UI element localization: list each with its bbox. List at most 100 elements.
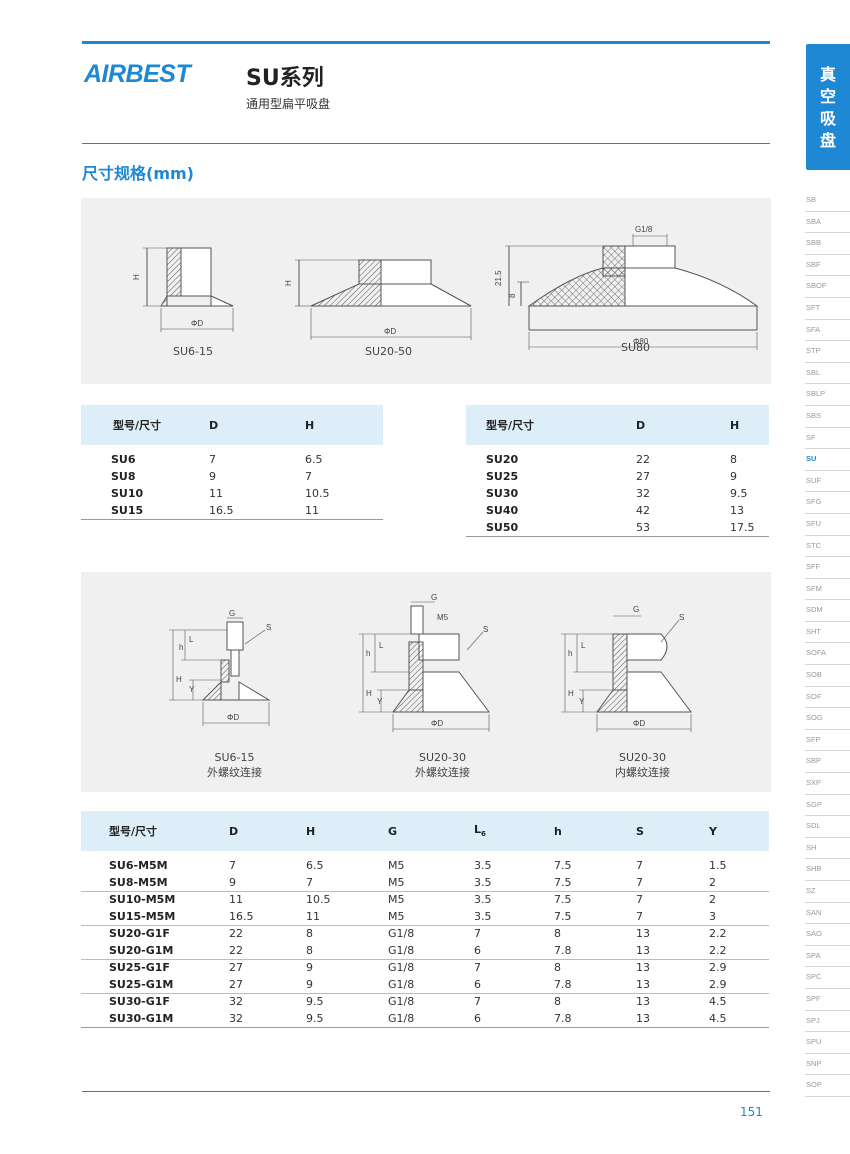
value-cell: 8 — [554, 961, 561, 975]
series-link-sft[interactable]: SFT — [805, 298, 850, 320]
series-link-sh[interactable]: SH — [805, 838, 850, 860]
su20-30-external-drawing — [359, 601, 490, 732]
series-link-su[interactable]: SU — [805, 449, 850, 471]
caption-su20-30-external: SU20-30 外螺纹连接 — [415, 750, 470, 780]
value-cell: 13 — [636, 961, 650, 975]
series-link-sfu[interactable]: SFU — [805, 514, 850, 536]
series-link-sob[interactable]: SOB — [805, 665, 850, 687]
series-link-sof[interactable]: SOF — [805, 687, 850, 709]
series-link-sf[interactable]: SF — [805, 428, 850, 450]
su20-h-label: H — [284, 280, 293, 286]
su20e-y-label: Y — [377, 697, 383, 706]
series-link-sfm[interactable]: SFM — [805, 579, 850, 601]
value-cell: G1/8 — [388, 1010, 474, 1028]
series-link-snp[interactable]: SNP — [805, 1054, 850, 1076]
series-link-sao[interactable]: SAO — [805, 924, 850, 946]
value-cell: 1.5 — [709, 859, 727, 872]
caption-su6-15-external: SU6-15 外螺纹连接 — [207, 750, 262, 780]
value-cell: 7 — [636, 893, 643, 907]
series-link-sdm[interactable]: SDM — [805, 600, 850, 622]
su20e-h-small-label: h — [366, 649, 370, 658]
caption-su80: SU80 — [621, 341, 651, 354]
series-link-sbb[interactable]: SBB — [805, 233, 850, 255]
su6-d-label: ΦD — [191, 319, 203, 328]
model-cell: SU30-G1M — [81, 1010, 229, 1028]
model-cell: SU25 — [486, 470, 519, 483]
series-link-san[interactable]: SAN — [805, 903, 850, 925]
series-link-shb[interactable]: SHB — [805, 859, 850, 881]
series-link-sz[interactable]: SZ — [805, 881, 850, 903]
value-cell: 7.8 — [554, 1010, 636, 1028]
model-cell: SU10-M5M — [109, 893, 176, 907]
value-cell: 9.5 — [306, 1010, 388, 1028]
caption-su6-15: SU6-15 — [173, 345, 213, 358]
series-link-spf[interactable]: SPF — [805, 989, 850, 1011]
value-cell: 10.5 — [305, 487, 330, 500]
series-link-spa[interactable]: SPA — [805, 946, 850, 968]
series-link-sfp[interactable]: SFP — [805, 730, 850, 752]
top-rule — [82, 41, 770, 44]
series-link-sfa[interactable]: SFA — [805, 320, 850, 342]
value-cell: 8 — [554, 995, 561, 1009]
su6-H-label: H — [176, 675, 182, 684]
series-link-sbf[interactable]: SBF — [805, 255, 850, 277]
series-link-sff[interactable]: SFF — [805, 557, 850, 579]
value-cell: 7 — [636, 874, 709, 892]
series-link-sba[interactable]: SBA — [805, 212, 850, 234]
value-cell: 7 — [229, 859, 236, 872]
series-link-sxp[interactable]: SXP — [805, 773, 850, 795]
value-cell: 3.5 — [474, 859, 492, 872]
su20i-s-label: S — [679, 613, 684, 622]
category-tab-vacuum-cup[interactable]: 真 空 吸 盘 — [806, 44, 850, 170]
su20i-y-label: Y — [579, 697, 585, 706]
value-cell: 9 — [209, 470, 216, 483]
series-link-sblp[interactable]: SBLP — [805, 384, 850, 406]
su20i-g-label: G — [633, 605, 639, 614]
series-link-spu[interactable]: SPU — [805, 1032, 850, 1054]
series-link-sfg[interactable]: SFG — [805, 492, 850, 514]
value-cell: 3.5 — [474, 874, 554, 892]
value-cell: 22 — [229, 942, 306, 960]
caption-type: 外螺纹连接 — [415, 766, 470, 779]
col-h-small: h — [554, 811, 636, 851]
model-cell: SU20 — [486, 453, 519, 466]
col-y: Y — [709, 811, 769, 851]
series-link-spj[interactable]: SPJ — [805, 1011, 850, 1033]
series-link-sbof[interactable]: SBOF — [805, 276, 850, 298]
value-cell: 7.5 — [554, 908, 636, 926]
value-cell: M5 — [388, 859, 405, 872]
series-link-sht[interactable]: SHT — [805, 622, 850, 644]
series-link-sbl[interactable]: SBL — [805, 363, 850, 385]
table-header-row: 型号/尺寸 D H — [81, 405, 383, 445]
su80-g-label: G1/8 — [635, 225, 653, 234]
value-cell: 2.2 — [709, 927, 727, 941]
value-cell: 7 — [209, 453, 216, 466]
series-link-sbp[interactable]: SBP — [805, 751, 850, 774]
series-link-sgp[interactable]: SGP — [805, 795, 850, 817]
series-link-sop[interactable]: SOP — [805, 1075, 850, 1097]
series-link-sofa[interactable]: SOFA — [805, 643, 850, 666]
caption-model: SU20-30 — [419, 751, 466, 764]
col-g: G — [388, 811, 474, 851]
value-cell: 4.5 — [709, 1010, 769, 1028]
value-cell: 6 — [474, 976, 554, 994]
value-cell: 7 — [636, 859, 643, 872]
model-cell: SU25-G1M — [81, 976, 229, 994]
series-link-stc[interactable]: STC — [805, 536, 850, 558]
table-header-row: 型号/尺寸 D H — [466, 405, 769, 445]
value-cell: M5 — [388, 893, 405, 907]
value-cell: 11 — [229, 893, 243, 907]
series-link-suf[interactable]: SUF — [805, 471, 850, 493]
series-link-sb[interactable]: SB — [805, 190, 850, 212]
value-cell: 13 — [730, 504, 744, 517]
series-link-spc[interactable]: SPC — [805, 967, 850, 989]
caption-model: SU6-15 — [214, 751, 255, 764]
series-link-sog[interactable]: SOG — [805, 708, 850, 730]
series-link-stp[interactable]: STP — [805, 341, 850, 363]
value-cell: 2 — [709, 874, 769, 892]
series-link-sdl[interactable]: SDL — [805, 816, 850, 838]
series-link-sbs[interactable]: SBS — [805, 406, 850, 428]
value-cell: 9 — [229, 874, 306, 892]
